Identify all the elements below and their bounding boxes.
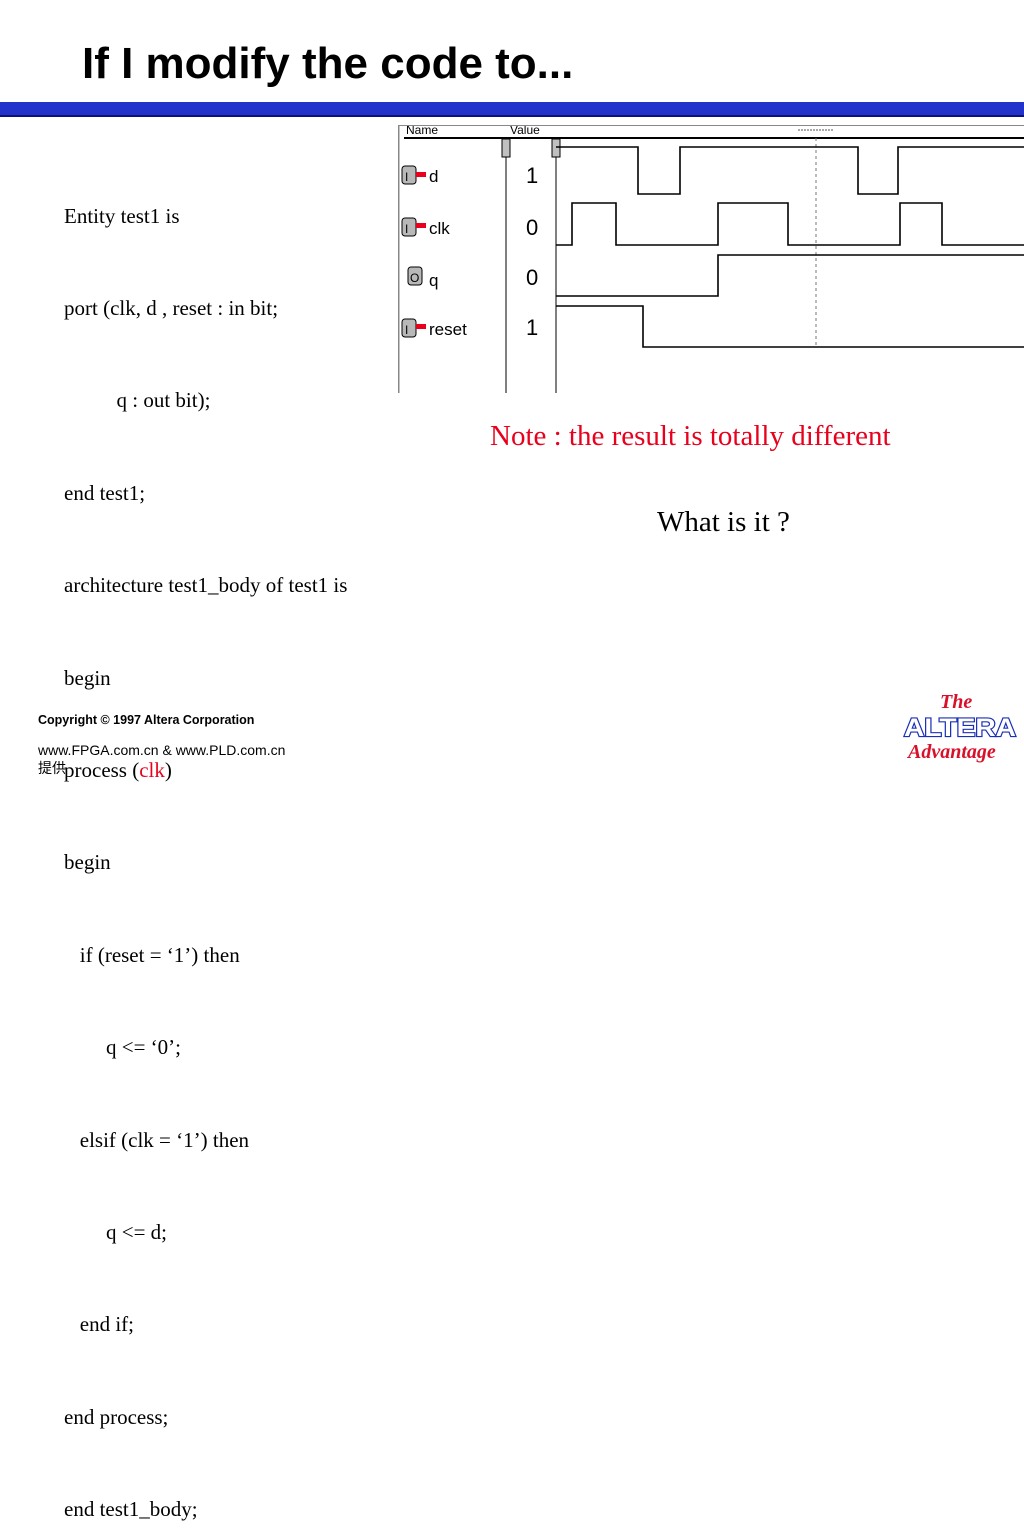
input-marker (416, 223, 426, 228)
signal-value: 1 (526, 315, 538, 340)
badge-input: I (405, 222, 408, 236)
question-text: What is it ? (657, 506, 790, 538)
badge-output: O (410, 271, 419, 285)
process-close: ) (164, 757, 172, 782)
signal-name: d (429, 167, 438, 186)
badge-input: I (405, 170, 408, 184)
signal-name: clk (429, 219, 450, 238)
signal-row-clk[interactable]: I clk 0 (401, 202, 1024, 246)
code-line: port (clk, d , reset : in bit; (64, 295, 279, 320)
footer-url-suffix: 提供 (38, 760, 66, 776)
signal-row-reset[interactable]: I reset 1 (401, 305, 1024, 348)
code-line: end if; (64, 1312, 134, 1337)
badge-input: I (405, 323, 408, 337)
process-keyword: process ( (64, 757, 140, 782)
signal-name: reset (429, 320, 467, 339)
code-line: q <= ‘0’; (64, 1035, 182, 1060)
logo-brand: ALTERA (904, 714, 1016, 742)
column-resize-handle[interactable] (551, 138, 561, 158)
waveform-trace-reset (556, 305, 1024, 348)
altera-advantage-logo: The ALTERA Advantage (903, 691, 1017, 763)
code-line-process: process (clk) (64, 755, 347, 786)
code-line: if (reset = ‘1’) then (64, 942, 240, 967)
logo-tagline: Advantage (906, 741, 996, 763)
code-line: architecture test1_body of test1 is (64, 573, 348, 598)
waveform-trace-d (556, 146, 1024, 195)
code-line: q <= d; (64, 1219, 168, 1244)
vhdl-code-block: Entity test1 is port (clk, d , reset : i… (64, 139, 347, 1536)
header-name-label: Name (406, 125, 438, 137)
footer-url: www.FPGA.com.cn & www.PLD.com.cn (38, 742, 286, 758)
code-line: begin (64, 665, 111, 690)
signal-row-d[interactable]: I d 1 (401, 146, 1024, 195)
process-sensitivity: clk (139, 757, 165, 782)
header-value-label: Value (510, 125, 540, 137)
code-line: begin (64, 850, 111, 875)
code-line: Entity test1 is (64, 203, 180, 228)
code-line: elsif (clk = ‘1’) then (64, 1127, 250, 1152)
code-line: end process; (64, 1404, 169, 1429)
signal-name: q (429, 271, 438, 290)
logo-the: The (940, 691, 972, 713)
signal-value: 0 (526, 215, 538, 240)
input-marker (416, 172, 426, 177)
slide-title: If I modify the code to... (82, 39, 574, 88)
code-line: q : out bit); (64, 388, 211, 413)
signal-value: 0 (526, 265, 538, 290)
waveform-trace-clk (556, 202, 1024, 246)
result-note: Note : the result is totally different (490, 420, 891, 452)
code-line: end test1_body; (64, 1497, 198, 1522)
waveform-viewer: Name Value I d 1 I clk 0 O q 0 I reset 1 (398, 125, 1024, 393)
signal-value: 1 (526, 163, 538, 188)
signal-row-q[interactable]: O q 0 (407, 254, 1024, 297)
input-marker (416, 324, 426, 329)
copyright-text: Copyright © 1997 Altera Corporation (38, 713, 255, 727)
column-resize-handle[interactable] (501, 138, 511, 158)
title-divider (0, 102, 1024, 117)
waveform-trace-q (556, 254, 1024, 297)
code-line: end test1; (64, 480, 146, 505)
